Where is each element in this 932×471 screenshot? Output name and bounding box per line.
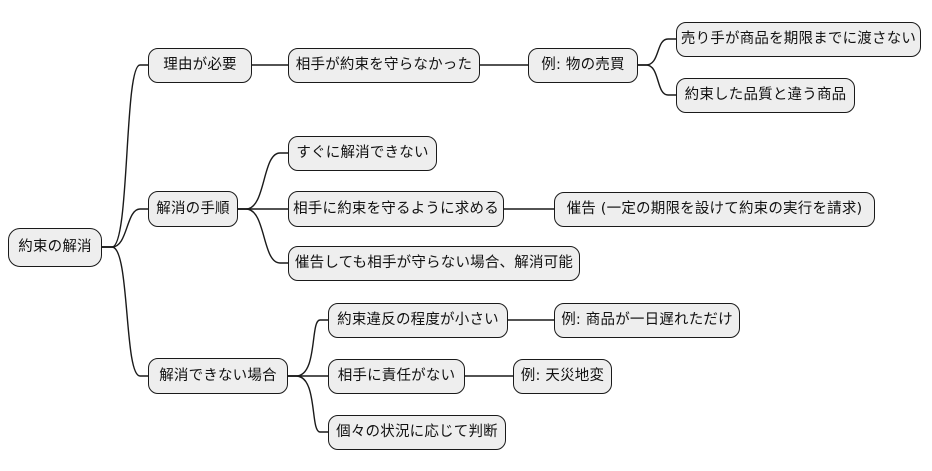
mindmap-node-b2[interactable]: 解消の手順 xyxy=(148,191,238,227)
mindmap-node-b3c1e[interactable]: 例: 商品が一日遅れただけ xyxy=(554,303,740,338)
mindmap-node-b2c3[interactable]: 催告しても相手が守らない場合、解消可能 xyxy=(288,246,580,281)
mindmap-node-b3c1[interactable]: 約束違反の程度が小さい xyxy=(328,303,508,338)
mindmap-root-node[interactable]: 約束の解消 xyxy=(8,228,102,267)
mindmap-node-b2c2e[interactable]: 催告 (一定の期限を設けて約束の実行を請求) xyxy=(554,192,875,227)
mindmap-node-b1[interactable]: 理由が必要 xyxy=(148,48,252,83)
mindmap-node-b3c2[interactable]: 相手に責任がない xyxy=(328,359,465,394)
node-label: 例: 天災地変 xyxy=(520,368,605,385)
edge-b1c1e-to-b1x1 xyxy=(637,38,677,66)
mindmap-node-b2c2[interactable]: 相手に約束を守るように求める xyxy=(288,191,504,227)
mindmap-node-b1x1[interactable]: 売り手が商品を期限までに渡さない xyxy=(676,22,921,57)
edge-root-to-b2 xyxy=(101,208,149,248)
node-label: 約束した品質と違う商品 xyxy=(684,87,847,104)
node-label: 相手が約束を守らなかった xyxy=(295,57,473,74)
node-label: 売り手が商品を期限までに渡さない xyxy=(680,31,917,48)
edge-b2-to-b2c3 xyxy=(237,208,289,264)
edge-root-to-b1 xyxy=(101,64,149,248)
node-label: 解消できない場合 xyxy=(159,367,277,384)
mindmap-node-b1c1[interactable]: 相手が約束を守らなかった xyxy=(288,48,480,83)
mindmap-node-b1c1e[interactable]: 例: 物の売買 xyxy=(528,48,638,83)
node-label: 解消の手順 xyxy=(156,200,230,217)
edge-root-to-b3 xyxy=(101,246,149,377)
node-label: 理由が必要 xyxy=(163,57,237,74)
edge-b3-to-b3c3 xyxy=(287,375,329,433)
edge-b2-to-b2c1 xyxy=(237,152,289,210)
node-label: 約束違反の程度が小さい xyxy=(337,312,499,329)
mindmap-node-b3[interactable]: 解消できない場合 xyxy=(148,358,288,394)
node-label: 催告しても相手が守らない場合、解消可能 xyxy=(294,255,574,272)
node-label: 例: 物の売買 xyxy=(541,57,625,74)
node-label: 相手に約束を守るように求める xyxy=(293,200,499,217)
node-label: 例: 商品が一日遅れただけ xyxy=(561,312,733,329)
mindmap-node-b3c3[interactable]: 個々の状況に応じて判断 xyxy=(328,415,506,450)
node-label: すぐに解消できない xyxy=(296,145,429,162)
mindmap-node-b3c2e[interactable]: 例: 天災地変 xyxy=(513,359,612,394)
node-label: 個々の状況に応じて判断 xyxy=(336,424,498,441)
mindmap-node-b1x2[interactable]: 約束した品質と違う商品 xyxy=(676,78,855,113)
edge-b3-to-b3c1 xyxy=(287,319,329,377)
mindmap-node-b2c1[interactable]: すぐに解消できない xyxy=(288,136,437,171)
node-label: 催告 (一定の期限を設けて約束の実行を請求) xyxy=(566,201,863,218)
edge-b1c1e-to-b1x2 xyxy=(637,64,677,96)
node-label: 約束の解消 xyxy=(18,239,92,256)
node-label: 相手に責任がない xyxy=(337,368,456,385)
